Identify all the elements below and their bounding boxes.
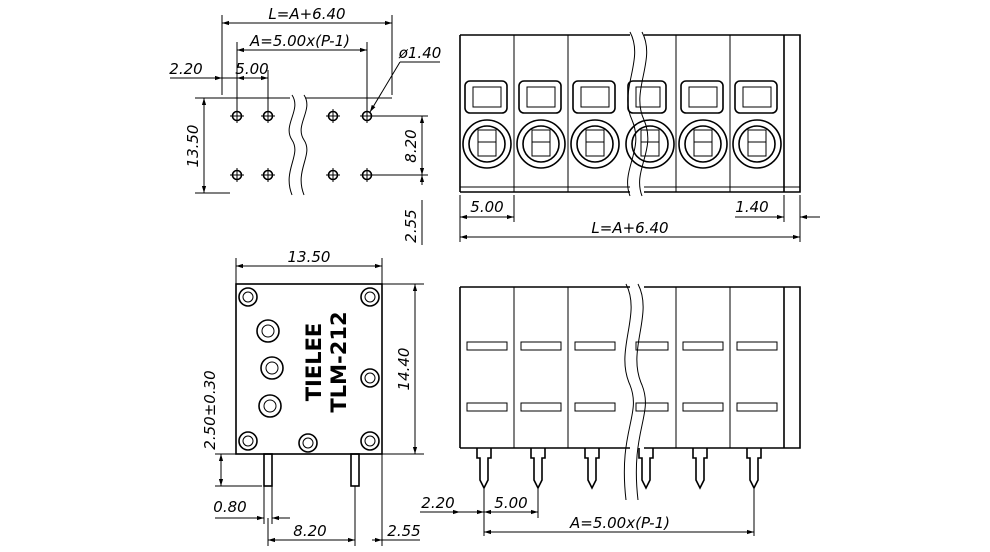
footprint-holes (230, 109, 374, 182)
dim-pin-width: 0.80 (213, 498, 246, 516)
brand-name: TIELEE (302, 323, 326, 402)
dim-width: 13.50 (288, 248, 331, 266)
dim-edge-offset: 2.20 (169, 60, 202, 78)
dim-pin-height: 2.50±0.30 (201, 370, 219, 449)
pole-openings (462, 80, 782, 169)
dim-pitch: 5.00 (235, 60, 268, 78)
dim-rear-offset: 2.55 (402, 209, 420, 242)
dim-row-spacing-side: 8.20 (293, 522, 326, 540)
dim-height: 14.40 (395, 348, 413, 391)
side-circles (238, 287, 380, 453)
dim-pitch-top: 5.00 (470, 198, 503, 216)
side-view: 13.50 TIELEE TLM-212 14.40 2.5 (201, 248, 424, 546)
dim-pin-span-front: A=5.00x(P-1) (569, 514, 670, 532)
model-name: TLM-212 (327, 311, 351, 412)
top-view: 5.00 1.40 L=A+6.40 (459, 31, 820, 242)
dim-overall-length-top: L=A+6.40 (591, 219, 668, 237)
footprint-view: L=A+6.40 A=5.00x(P-1) 2.20 5.00 ø1.40 13… (169, 5, 441, 245)
dim-row-spacing: 8.20 (402, 129, 420, 162)
dim-rear-offset-side: 2.55 (387, 522, 420, 540)
dim-pitch-front: 5.00 (494, 494, 527, 512)
front-slots (466, 341, 778, 412)
front-pins (476, 448, 762, 490)
dim-pin-span: A=5.00x(P-1) (249, 32, 350, 50)
dim-depth: 13.50 (184, 125, 202, 168)
front-view: 2.20 5.00 A=5.00x(P-1) (420, 283, 801, 536)
dim-end-offset: 1.40 (735, 198, 768, 216)
dim-hole-dia: ø1.40 (398, 44, 442, 62)
dim-overall-length: L=A+6.40 (268, 5, 345, 23)
dim-edge-offset-front: 2.20 (421, 494, 454, 512)
